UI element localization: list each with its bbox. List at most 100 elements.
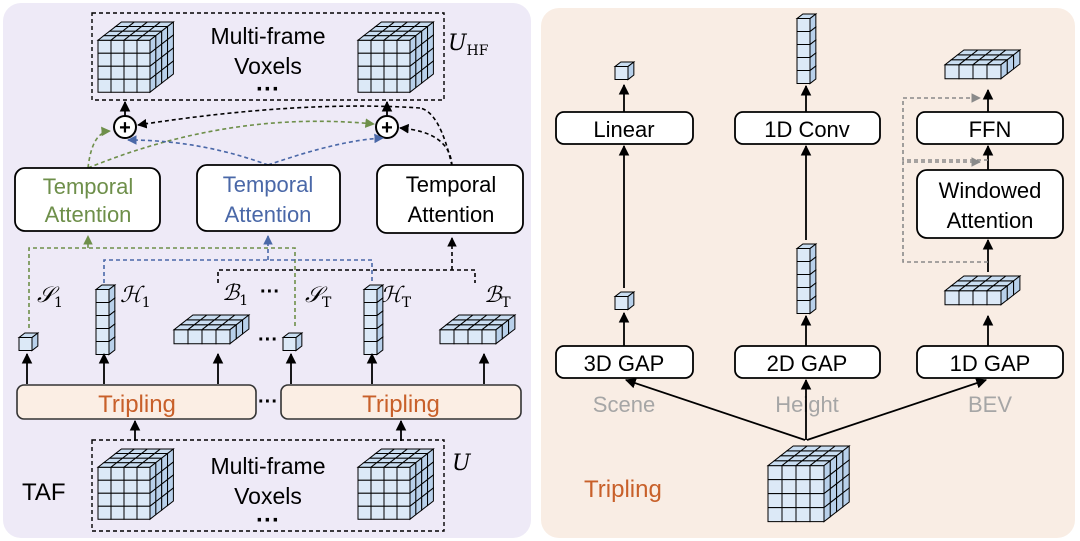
voxel-front-cell (97, 78, 112, 93)
voxel-front-cell (795, 479, 811, 495)
bottom-voxels-frame (91, 439, 445, 532)
temporal-attention-black-line1: Temporal (406, 172, 496, 197)
voxel-front-cell (97, 479, 112, 494)
voxel-front-cell (95, 341, 110, 356)
gap2d-box (734, 345, 881, 379)
voxel-front-cell (95, 315, 110, 330)
voxel-front-cell (187, 329, 203, 345)
b1-symbol: ℬ1 (222, 281, 248, 309)
voxel-front-cell (795, 493, 811, 509)
input-voxel-cube (766, 444, 851, 523)
voxel-front-cell (781, 507, 797, 523)
voxel-front-cell (370, 492, 385, 507)
ht-height-voxels (362, 283, 385, 356)
voxel-front-cell (173, 329, 189, 345)
ffn-box (916, 111, 1064, 145)
taf-label: TAF (22, 479, 66, 506)
u-symbol: U (452, 451, 472, 476)
voxel-side-cell (1013, 48, 1021, 70)
voxel-front-cell (944, 290, 960, 306)
bottom-voxels-label-line1: Multi-frame (210, 453, 325, 479)
voxel-front-cell (123, 479, 138, 494)
voxel-front-cell (767, 493, 783, 509)
voxel-front-cell (357, 65, 372, 80)
scene-label: Scene (593, 392, 655, 417)
top-voxels-frame (91, 12, 445, 101)
voxel-side-cell (167, 59, 174, 80)
st-scene-voxel (281, 331, 304, 352)
temporal-attention-black-box (376, 164, 524, 234)
voxel-front-cell (781, 493, 797, 509)
gap2d-label: 2D GAP (767, 351, 848, 376)
plus-right-symbol: + (381, 117, 393, 139)
temporal-attention-black-line2: Attention (408, 202, 495, 227)
voxel-front-cell (795, 465, 811, 481)
voxel-side-cell (108, 335, 116, 356)
bev-output-voxels (943, 48, 1022, 80)
windowed-attention-line1: Windowed (939, 178, 1042, 203)
voxel-side-cell (627, 60, 635, 81)
temporal-attention-blue-box (196, 164, 341, 232)
voxel-front-cell (95, 302, 110, 317)
voxel-front-cell (357, 492, 372, 507)
voxel-front-cell (97, 52, 112, 67)
voxel-front-cell (357, 39, 372, 54)
b1-bev-voxels (172, 313, 251, 345)
windowed-attention-box (916, 169, 1064, 239)
voxel-side-cell (427, 59, 434, 80)
voxel-front-cell (363, 302, 378, 317)
voxel-front-cell (18, 337, 33, 352)
scene-output-voxel (613, 60, 636, 81)
gap1d-box (916, 345, 1064, 379)
voxel-front-cell (123, 466, 138, 481)
voxel-side-cell (167, 486, 174, 507)
voxel-front-cell (944, 64, 960, 80)
voxel-front-cell (97, 466, 112, 481)
voxel-front-cell (614, 66, 629, 81)
voxel-front-cell (123, 78, 138, 93)
voxel-front-cell (809, 465, 825, 481)
voxel-front-cell (796, 31, 811, 46)
height-output-voxels (795, 12, 818, 85)
scene-pooled-voxel (613, 290, 636, 311)
voxel-front-cell (767, 479, 783, 495)
voxel-front-cell (123, 505, 138, 520)
bev-pooled-voxels (943, 274, 1022, 306)
voxel-front-cell (95, 328, 110, 343)
temporal-attention-blue-line1: Temporal (223, 172, 313, 197)
voxel-front-cell (396, 65, 411, 80)
voxel-front-cell (136, 479, 151, 494)
voxel-front-cell (357, 505, 372, 520)
h1-height-voxels (94, 283, 117, 356)
top-voxels-label-line1: Multi-frame (210, 23, 325, 49)
gap3d-box (555, 345, 694, 379)
top-right-voxel-cube (356, 20, 435, 94)
voxel-front-cell (363, 328, 378, 343)
voxel-front-cell (97, 505, 112, 520)
voxel-front-cell (136, 466, 151, 481)
voxel-front-cell (396, 39, 411, 54)
voxel-front-cell (370, 466, 385, 481)
height-label: Height (775, 392, 839, 417)
voxel-front-cell (796, 18, 811, 33)
voxel-front-cell (110, 65, 125, 80)
voxel-front-cell (110, 466, 125, 481)
voxel-front-cell (215, 329, 231, 345)
voxel-front-cell (136, 78, 151, 93)
voxel-front-cell (972, 64, 988, 80)
voxel-front-cell (357, 52, 372, 67)
voxel-front-cell (453, 329, 469, 345)
windowed-attention-line2: Attention (947, 208, 1034, 233)
bottom-voxels-label-line2: Voxels (234, 483, 302, 509)
gap3d-label: 3D GAP (584, 351, 665, 376)
voxel-front-cell (201, 329, 217, 345)
voxel-front-cell (396, 479, 411, 494)
bt-symbol: ℬT (484, 283, 511, 311)
voxel-side-cell (427, 486, 434, 507)
voxel-front-cell (97, 492, 112, 507)
voxel-front-cell (809, 479, 825, 495)
voxel-side-cell (627, 290, 635, 311)
voxel-front-cell (767, 507, 783, 523)
voxel-front-cell (123, 39, 138, 54)
voxel-front-cell (97, 39, 112, 54)
